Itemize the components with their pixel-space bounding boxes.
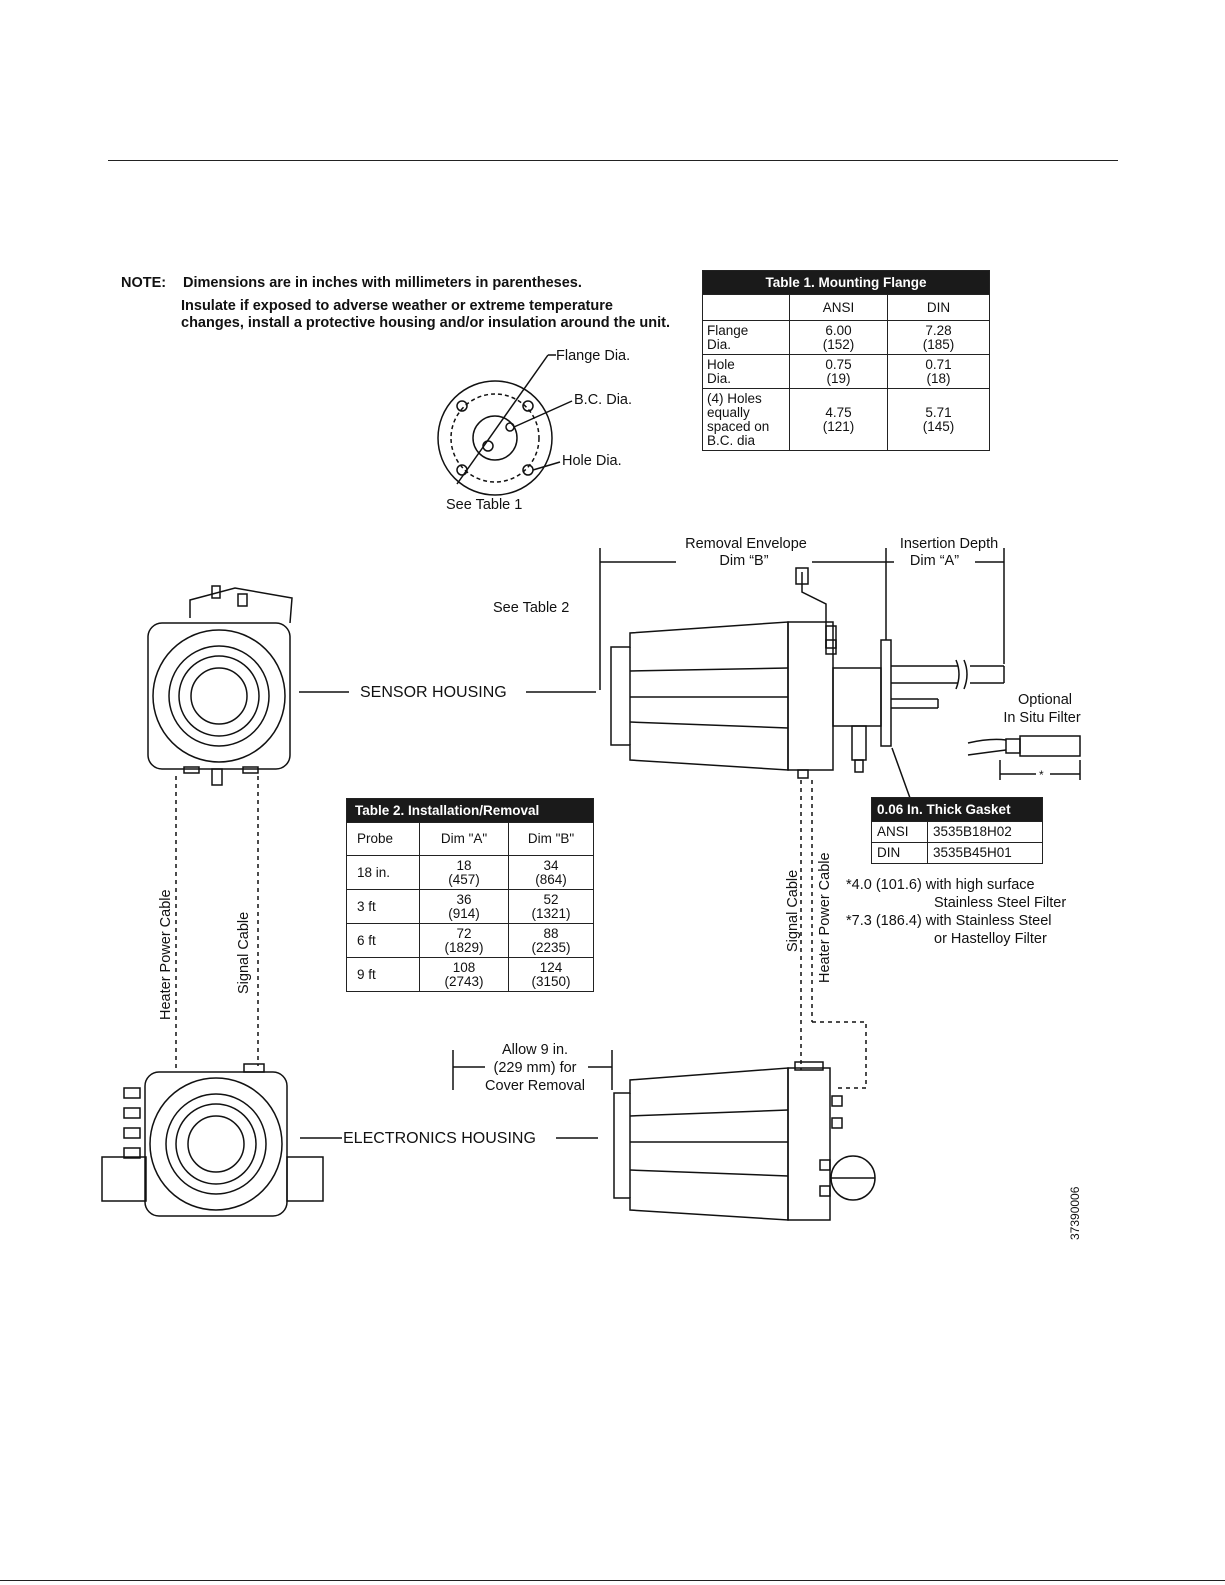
allow-label-line3: Cover Removal (485, 1078, 585, 1094)
table1-cell: 5.71 (145) (887, 388, 990, 451)
table2-probe: 6 ft (346, 923, 420, 958)
see-table1-label: See Table 1 (446, 497, 523, 513)
in-situ-filter-label: In Situ Filter (1003, 710, 1081, 726)
table2-probe: 9 ft (346, 957, 420, 992)
dim-a-label: Dim “A” (909, 553, 960, 569)
table2-cell: 36 (914) (419, 889, 509, 924)
table2-cell: 108 (2743) (419, 957, 509, 992)
gasket-part: 3535B45H01 (927, 842, 1043, 864)
gasket-part: 3535B18H02 (927, 821, 1043, 843)
table1-cell: 6.00 (152) (789, 320, 888, 355)
flange-drawing (437, 354, 573, 496)
optional-label: Optional (1017, 692, 1072, 708)
table2-cell: 52 (1321) (508, 889, 594, 924)
table2-cell: 124 (3150) (508, 957, 594, 992)
filter-length-asterisk: * (1039, 768, 1044, 782)
table2-cell: 34 (864) (508, 855, 594, 890)
table1-row-label: Hole Dia. (702, 354, 790, 389)
removal-envelope-label: Removal Envelope (685, 536, 807, 552)
sensor-housing-label: SENSOR HOUSING (360, 684, 507, 701)
cover-removal-dimension (452, 1050, 613, 1139)
filter-note-2b: or Hastelloy Filter (934, 931, 1047, 947)
electronics-housing-side-drawing (613, 1061, 876, 1221)
sensor-housing-front-drawing (147, 585, 349, 786)
note-insulate-text: Insulate if exposed to adverse weather o… (181, 298, 671, 331)
table2-title: Table 2. Installation/Removal (346, 798, 594, 823)
signal-cable-right-label: Signal Cable (785, 869, 801, 952)
table2-probe: 3 ft (346, 889, 420, 924)
sensor-housing-side-drawing (610, 567, 1005, 779)
drawing-number: 37390006 (1068, 1186, 1082, 1240)
table1-header-ansi: ANSI (789, 294, 888, 321)
table1-cell: 4.75 (121) (789, 388, 888, 451)
table2-cell: 18 (457) (419, 855, 509, 890)
filter-note-2a: *7.3 (186.4) with Stainless Steel (846, 913, 1052, 929)
hole-dia-label: Hole Dia. (562, 453, 622, 469)
electronics-housing-label: ELECTRONICS HOUSING (343, 1130, 536, 1147)
table2-header-probe: Probe (346, 822, 420, 856)
insertion-depth-label: Insertion Depth (899, 536, 999, 552)
mounting-flange-table: Table 1. Mounting Flange ANSI DIN Flange… (702, 270, 990, 451)
top-rule (108, 160, 1118, 161)
bc-dia-label: B.C. Dia. (574, 392, 633, 408)
table1-row-label: Flange Dia. (702, 320, 790, 355)
note-label: NOTE: (121, 275, 167, 291)
heater-power-cable-right-label: Heater Power Cable (817, 852, 833, 983)
table1-cell: 7.28 (185) (887, 320, 990, 355)
table2-header-dim-a: Dim "A" (419, 822, 509, 856)
left-cables (175, 776, 259, 1072)
note-dimensions-text: Dimensions are in inches with millimeter… (183, 275, 582, 291)
installation-removal-table: Table 2. Installation/Removal Probe Dim … (346, 798, 594, 992)
table1-row-label: (4) Holes equally spaced on B.C. dia (702, 388, 790, 451)
table1-cell: 0.71 (18) (887, 354, 990, 389)
filter-note-1a: *4.0 (101.6) with high surface (846, 877, 1035, 893)
bottom-rule (0, 1580, 1225, 1581)
dimension-lines (526, 548, 1005, 693)
gasket-table: 0.06 In. Thick Gasket ANSI 3535B18H02 DI… (871, 797, 1043, 864)
gasket-std: DIN (871, 842, 928, 864)
right-cables (800, 780, 867, 1089)
allow-label-line1: Allow 9 in. (501, 1042, 569, 1058)
heater-power-cable-left-label: Heater Power Cable (158, 889, 174, 1020)
in-situ-filter-drawing (967, 735, 1081, 780)
gasket-std: ANSI (871, 821, 928, 843)
dim-b-label: Dim “B” (719, 553, 769, 569)
allow-label-line2: (229 mm) for (493, 1060, 577, 1076)
table2-header-dim-b: Dim "B" (508, 822, 594, 856)
electronics-housing-front-drawing (101, 1063, 342, 1217)
table2-probe: 18 in. (346, 855, 420, 890)
filter-note-1b: Stainless Steel Filter (934, 895, 1067, 911)
table1-header-din: DIN (887, 294, 990, 321)
table1-cell: 0.75 (19) (789, 354, 888, 389)
table1-header-blank (702, 294, 790, 321)
flange-dia-label: Flange Dia. (556, 348, 631, 364)
see-table2-label: See Table 2 (493, 600, 570, 616)
table2-cell: 72 (1829) (419, 923, 509, 958)
signal-cable-left-label: Signal Cable (236, 911, 252, 994)
table2-cell: 88 (2235) (508, 923, 594, 958)
gasket-table-title: 0.06 In. Thick Gasket (871, 797, 1043, 822)
table1-title: Table 1. Mounting Flange (702, 270, 990, 295)
